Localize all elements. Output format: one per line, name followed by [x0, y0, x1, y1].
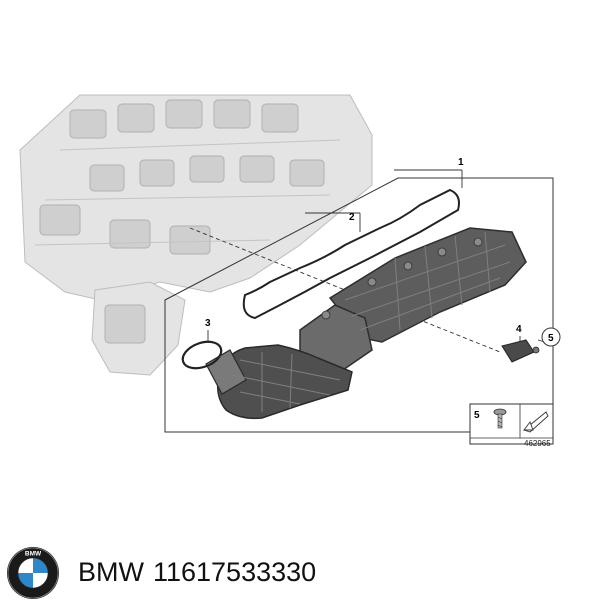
- callout-3: 3: [205, 318, 211, 329]
- parts-frame: [164, 177, 554, 433]
- callout-5-circle: [541, 327, 561, 347]
- fastener-legend: 5 462965: [469, 403, 554, 448]
- callout-1: 1: [458, 157, 464, 168]
- reference-number: 462965: [524, 439, 551, 448]
- cylinder-head-illustration: [19, 94, 373, 376]
- brand-name: BMW: [78, 557, 144, 587]
- bmw-logo: BMW: [7, 547, 59, 599]
- part-number: 11617533330: [152, 557, 317, 587]
- callout-5: 5: [548, 333, 554, 344]
- callout-4: 4: [516, 324, 522, 335]
- o-ring-part-3: [181, 340, 223, 370]
- gasket-part-2: [242, 188, 460, 320]
- screw-icon: [493, 408, 507, 429]
- arrow-icon: [523, 411, 549, 433]
- logo-lettering: BMW: [25, 551, 42, 558]
- legend-callout-5: 5: [474, 410, 480, 421]
- callout-2: 2: [349, 212, 355, 223]
- intake-manifold-part-1: [205, 227, 527, 420]
- leader-lines: [189, 169, 546, 353]
- part-caption: BMW 11617533330: [78, 552, 325, 592]
- sensor-part-4: [501, 339, 540, 363]
